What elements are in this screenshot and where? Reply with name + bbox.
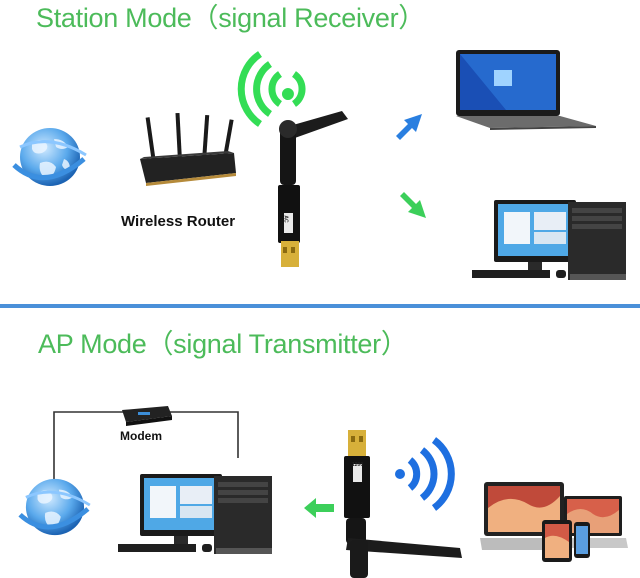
adapter-badge-top: AC bbox=[283, 215, 289, 222]
modem-label: Modem bbox=[120, 429, 162, 443]
router-icon bbox=[140, 112, 236, 186]
arrow-icon bbox=[304, 498, 334, 518]
usb-adapter-icon bbox=[278, 111, 348, 267]
desktop-pc-icon bbox=[118, 474, 272, 554]
station-mode-title: Station Mode（signal Receiver） bbox=[36, 3, 425, 33]
ap-mode-title: AP Mode（signal Transmitter） bbox=[38, 329, 408, 359]
tablet-icon bbox=[542, 520, 572, 562]
section-divider bbox=[0, 304, 640, 308]
laptop-icon bbox=[456, 50, 596, 130]
adapter-badge-line2: 1200 bbox=[352, 462, 364, 468]
globe-icon bbox=[18, 478, 91, 536]
arrow-icon bbox=[400, 192, 426, 218]
router-label: Wireless Router bbox=[121, 213, 236, 230]
wifi-signal-icon bbox=[237, 51, 306, 127]
arrow-icon bbox=[396, 114, 422, 140]
phone-icon bbox=[574, 522, 590, 558]
usb-adapter-icon bbox=[344, 430, 462, 578]
wifi-signal-icon bbox=[395, 437, 455, 511]
adapter-badge-bottom: 1200 bbox=[352, 462, 363, 468]
modem-icon bbox=[122, 406, 172, 426]
globe-icon bbox=[12, 128, 87, 186]
desktop-pc-icon bbox=[472, 200, 626, 280]
connection-lines bbox=[53, 411, 239, 486]
adapter-badge-line1: AC bbox=[282, 215, 289, 223]
